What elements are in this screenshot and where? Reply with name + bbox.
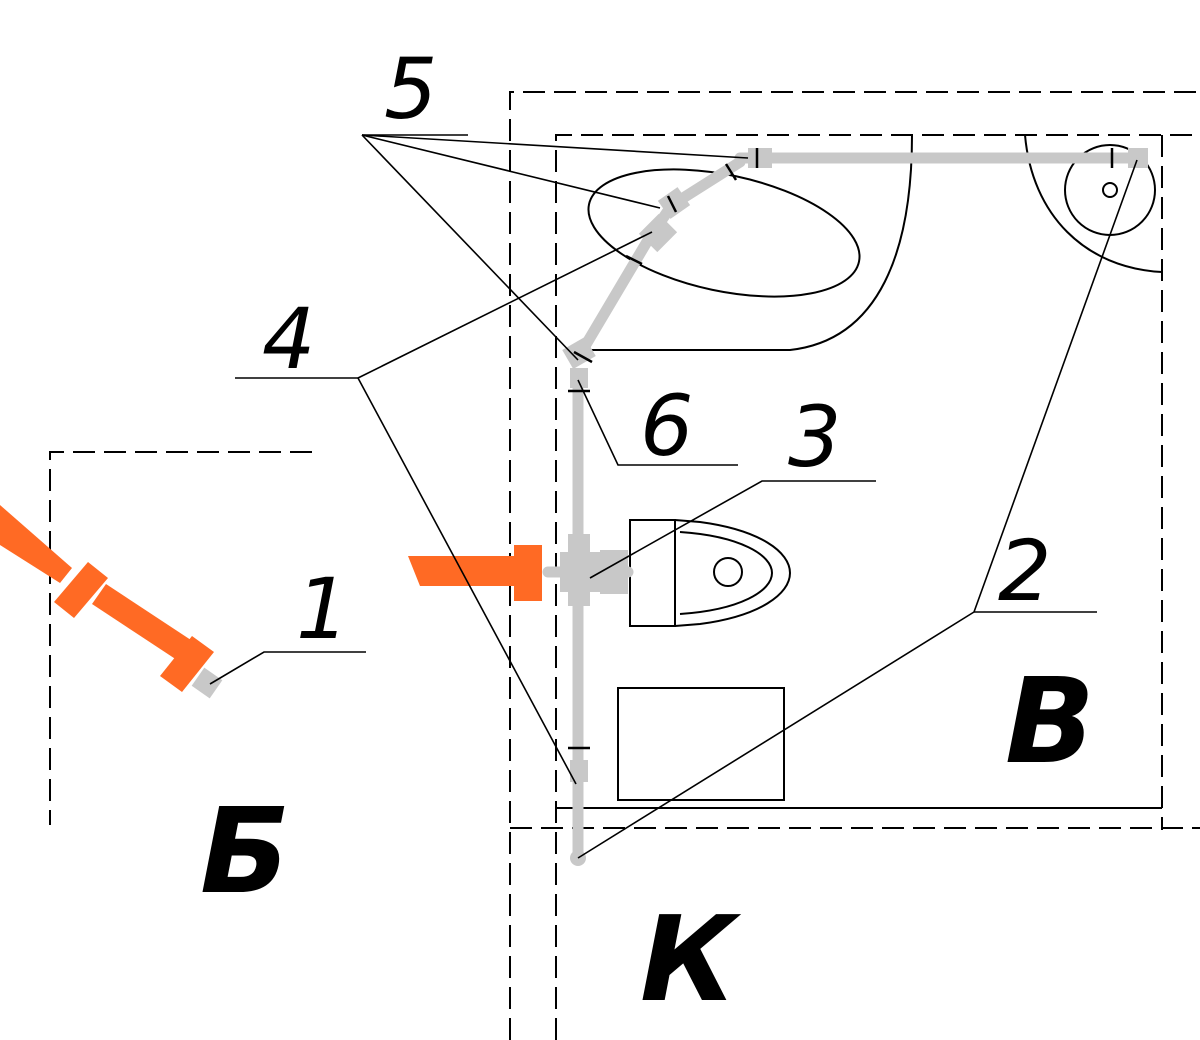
callout-2: 2 [998,522,1051,620]
sewer-pipes [0,505,542,699]
corner-sink-drain [1102,182,1118,198]
leader-1 [209,651,366,685]
sink-coupling [748,148,772,168]
callout-3: 3 [788,388,841,486]
bathtub-branch-pipe [572,156,746,364]
leader-5-to-elbow [361,134,579,361]
toilet-drain [713,557,743,587]
leader-3 [589,480,876,579]
room-v-inner-outline [555,134,1200,1040]
leader-lines [209,134,1138,859]
tick-mark [666,195,678,213]
washing-machine [617,687,785,801]
room-label-k: К [640,890,742,1028]
leader-4-to-bath [357,231,653,379]
room-letters: Б В К [200,652,1095,1028]
leader-2-to-riser-end [577,611,975,859]
room-label-b: Б [200,782,290,920]
sewer-pipe-segment [92,584,200,666]
corner-sink-outer [1024,134,1163,273]
tick-mark [625,254,643,266]
bath-coupling [657,187,691,219]
sewer-pipe-diagonal [0,505,72,583]
room-b-outline [49,451,312,825]
tick-mark [573,350,593,364]
callout-4: 4 [262,290,315,388]
tee-fitting-top [568,534,590,556]
tee-fitting [560,552,600,592]
callout-6: 6 [640,377,693,475]
coupling-upper [570,368,588,388]
coupling-lower [570,760,588,782]
toilet-tank [629,519,676,627]
sewer-coupling-1 [54,562,108,618]
leader-5-to-bath-valve [361,134,661,209]
bathtub-outer [576,134,913,351]
callout-5: 5 [384,40,437,138]
bath-valve [638,213,678,253]
leader-5-to-sink-pipe [361,134,749,159]
leader-4-to-riser [357,377,577,785]
leader-2-to-sink [973,159,1138,613]
room-label-v: В [1005,652,1095,790]
tee-fitting-bottom [568,590,590,606]
fitting-right [600,550,628,594]
sewer-coupling-2 [160,636,214,692]
callout-numbers: 1 2 3 4 5 6 [262,40,1051,658]
toilet-bowl-outer [674,519,792,627]
leader-6 [577,379,738,466]
water-supply-pipes [542,148,1148,866]
toilet-bowl-inner [679,531,774,615]
callout-1: 1 [296,560,349,658]
sewer-plug [191,667,223,699]
sewer-flange [514,545,542,601]
elbow-fitting [562,336,596,370]
tick-mark [724,163,738,181]
room-v-outer-outline [509,91,1200,1040]
bathtub-inner [587,168,861,298]
sink-end-fitting [1128,148,1148,168]
